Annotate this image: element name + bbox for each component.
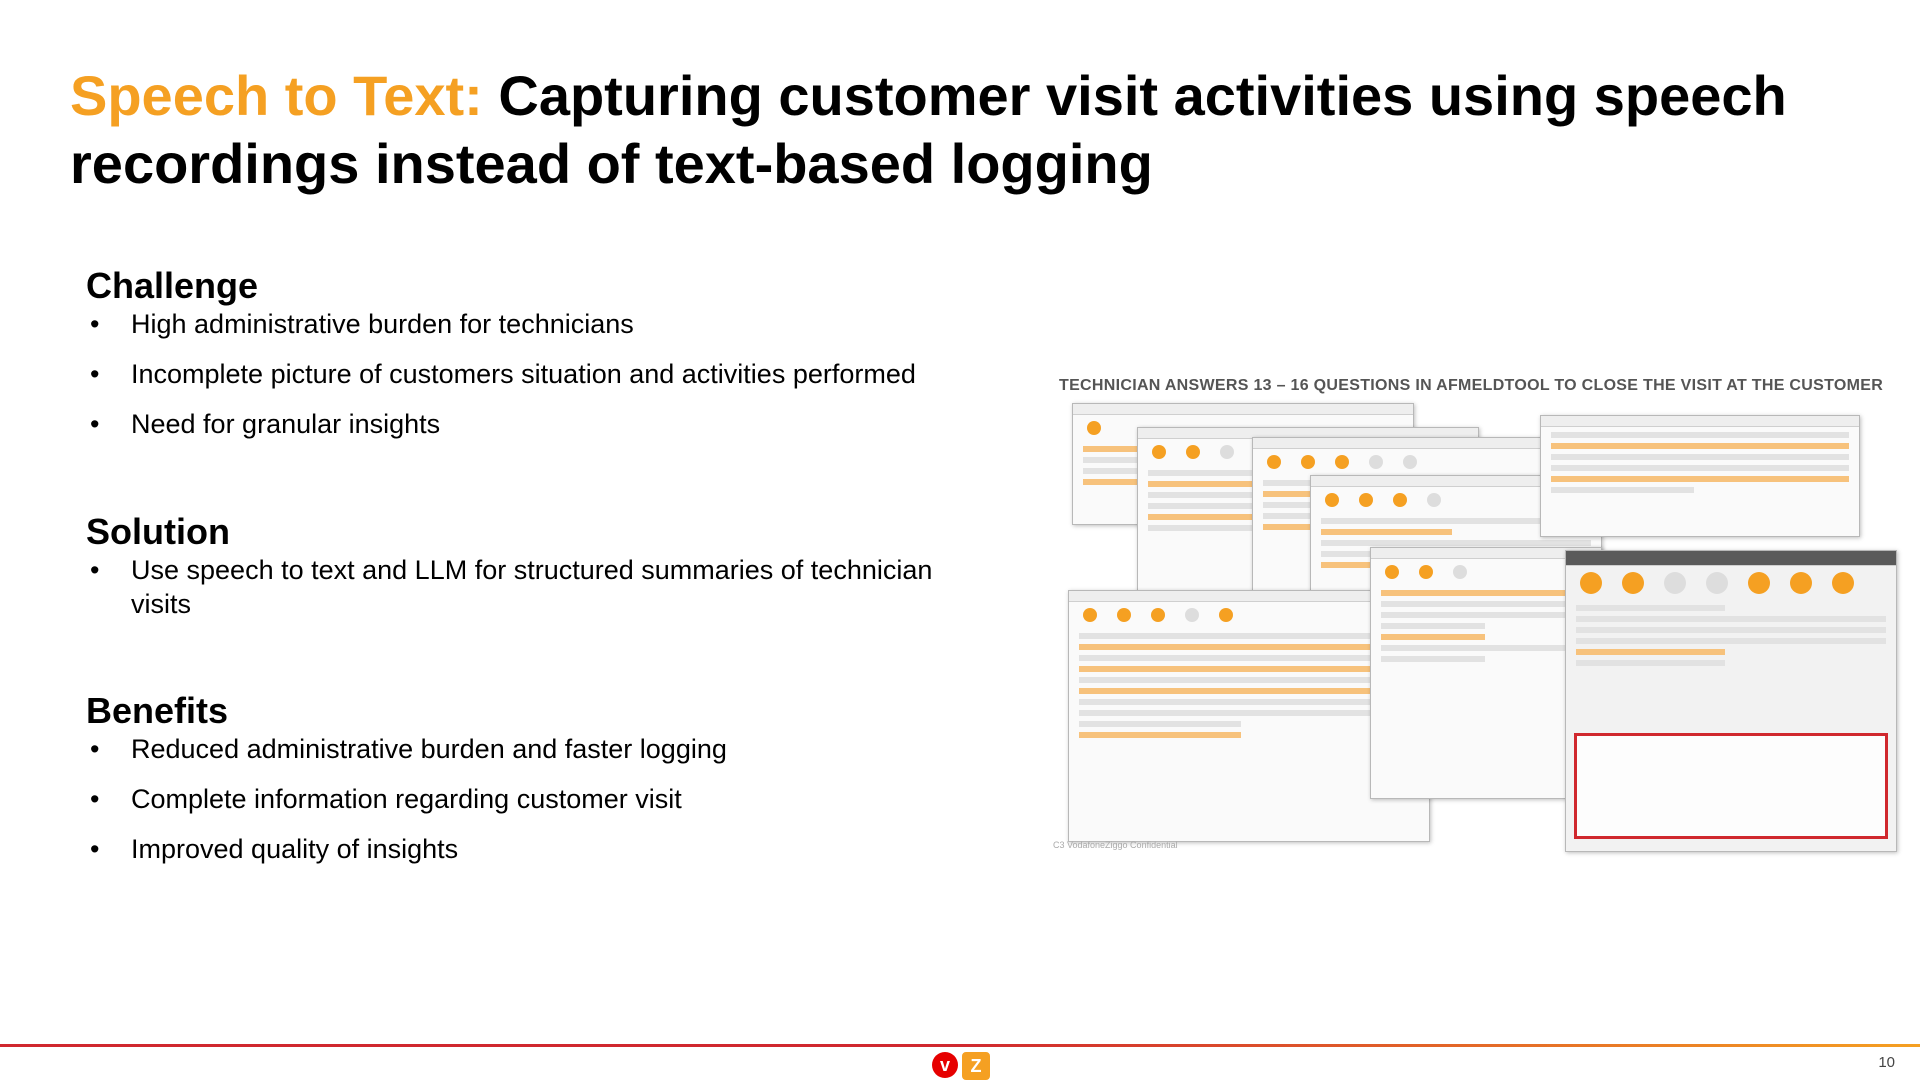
vodafoneziggo-logo: v Z [932, 1052, 990, 1080]
title-accent: Speech to Text: [70, 64, 483, 127]
vodafone-logo-icon: v [932, 1052, 958, 1078]
bullet-icon: • [90, 309, 100, 339]
bullet-icon: • [90, 359, 100, 389]
list-item-text: Improved quality of insights [131, 834, 459, 864]
list-item-text: Reduced administrative burden and faster… [131, 734, 727, 764]
list-item: • Need for granular insights [86, 407, 986, 441]
list-item-text: Incomplete picture of customers situatio… [131, 359, 916, 389]
confidential-label: C3 VodafoneZiggo Confidential [1053, 840, 1178, 850]
challenge-list: • High administrative burden for technici… [86, 307, 986, 441]
list-item: • Reduced administrative burden and faste… [86, 732, 986, 766]
ziggo-logo-icon: Z [962, 1052, 990, 1080]
challenge-heading: Challenge [86, 265, 259, 306]
afmeldtool-screenshot [1068, 590, 1430, 842]
bullet-icon: • [90, 409, 100, 439]
solution-list: • Use speech to text and LLM for structur… [86, 553, 986, 621]
solution-section: Solution • Use speech to text and LLM for… [86, 511, 986, 637]
list-item-text: High administrative burden for technicia… [131, 309, 634, 339]
list-item: • Incomplete picture of customers situati… [86, 357, 986, 391]
footer-divider [0, 1044, 1920, 1047]
highlight-box [1574, 733, 1888, 839]
list-item: • Complete information regarding customer… [86, 782, 986, 816]
list-item: • High administrative burden for technici… [86, 307, 986, 341]
afmeldtool-feedback-screenshot [1565, 550, 1897, 852]
list-item-text: Complete information regarding customer … [131, 784, 682, 814]
solution-heading: Solution [86, 511, 230, 552]
afmeldtool-screenshot-collage: TECHNICIAN ANSWERS 13 – 16 QUESTIONS IN … [1050, 375, 1900, 855]
benefits-list: • Reduced administrative burden and faste… [86, 732, 986, 866]
bullet-icon: • [90, 734, 100, 764]
benefits-heading: Benefits [86, 690, 229, 731]
list-item: • Use speech to text and LLM for structur… [86, 553, 986, 621]
page-number: 10 [1878, 1054, 1895, 1071]
bullet-icon: • [90, 555, 100, 585]
list-item-text: Need for granular insights [131, 409, 441, 439]
afmeldtool-screenshot [1540, 415, 1860, 537]
list-item: • Improved quality of insights [86, 832, 986, 866]
bullet-icon: • [90, 784, 100, 814]
title-rest: Capturing customer visit activities usin… [70, 64, 1787, 195]
challenge-section: Challenge • High administrative burden fo… [86, 265, 986, 457]
bullet-icon: • [90, 834, 100, 864]
collage-caption: TECHNICIAN ANSWERS 13 – 16 QUESTIONS IN … [1059, 377, 1884, 394]
page-title: Speech to Text: Capturing customer visit… [70, 62, 1850, 198]
benefits-section: Benefits • Reduced administrative burden … [86, 690, 986, 882]
list-item-text: Use speech to text and LLM for structure… [131, 555, 933, 619]
